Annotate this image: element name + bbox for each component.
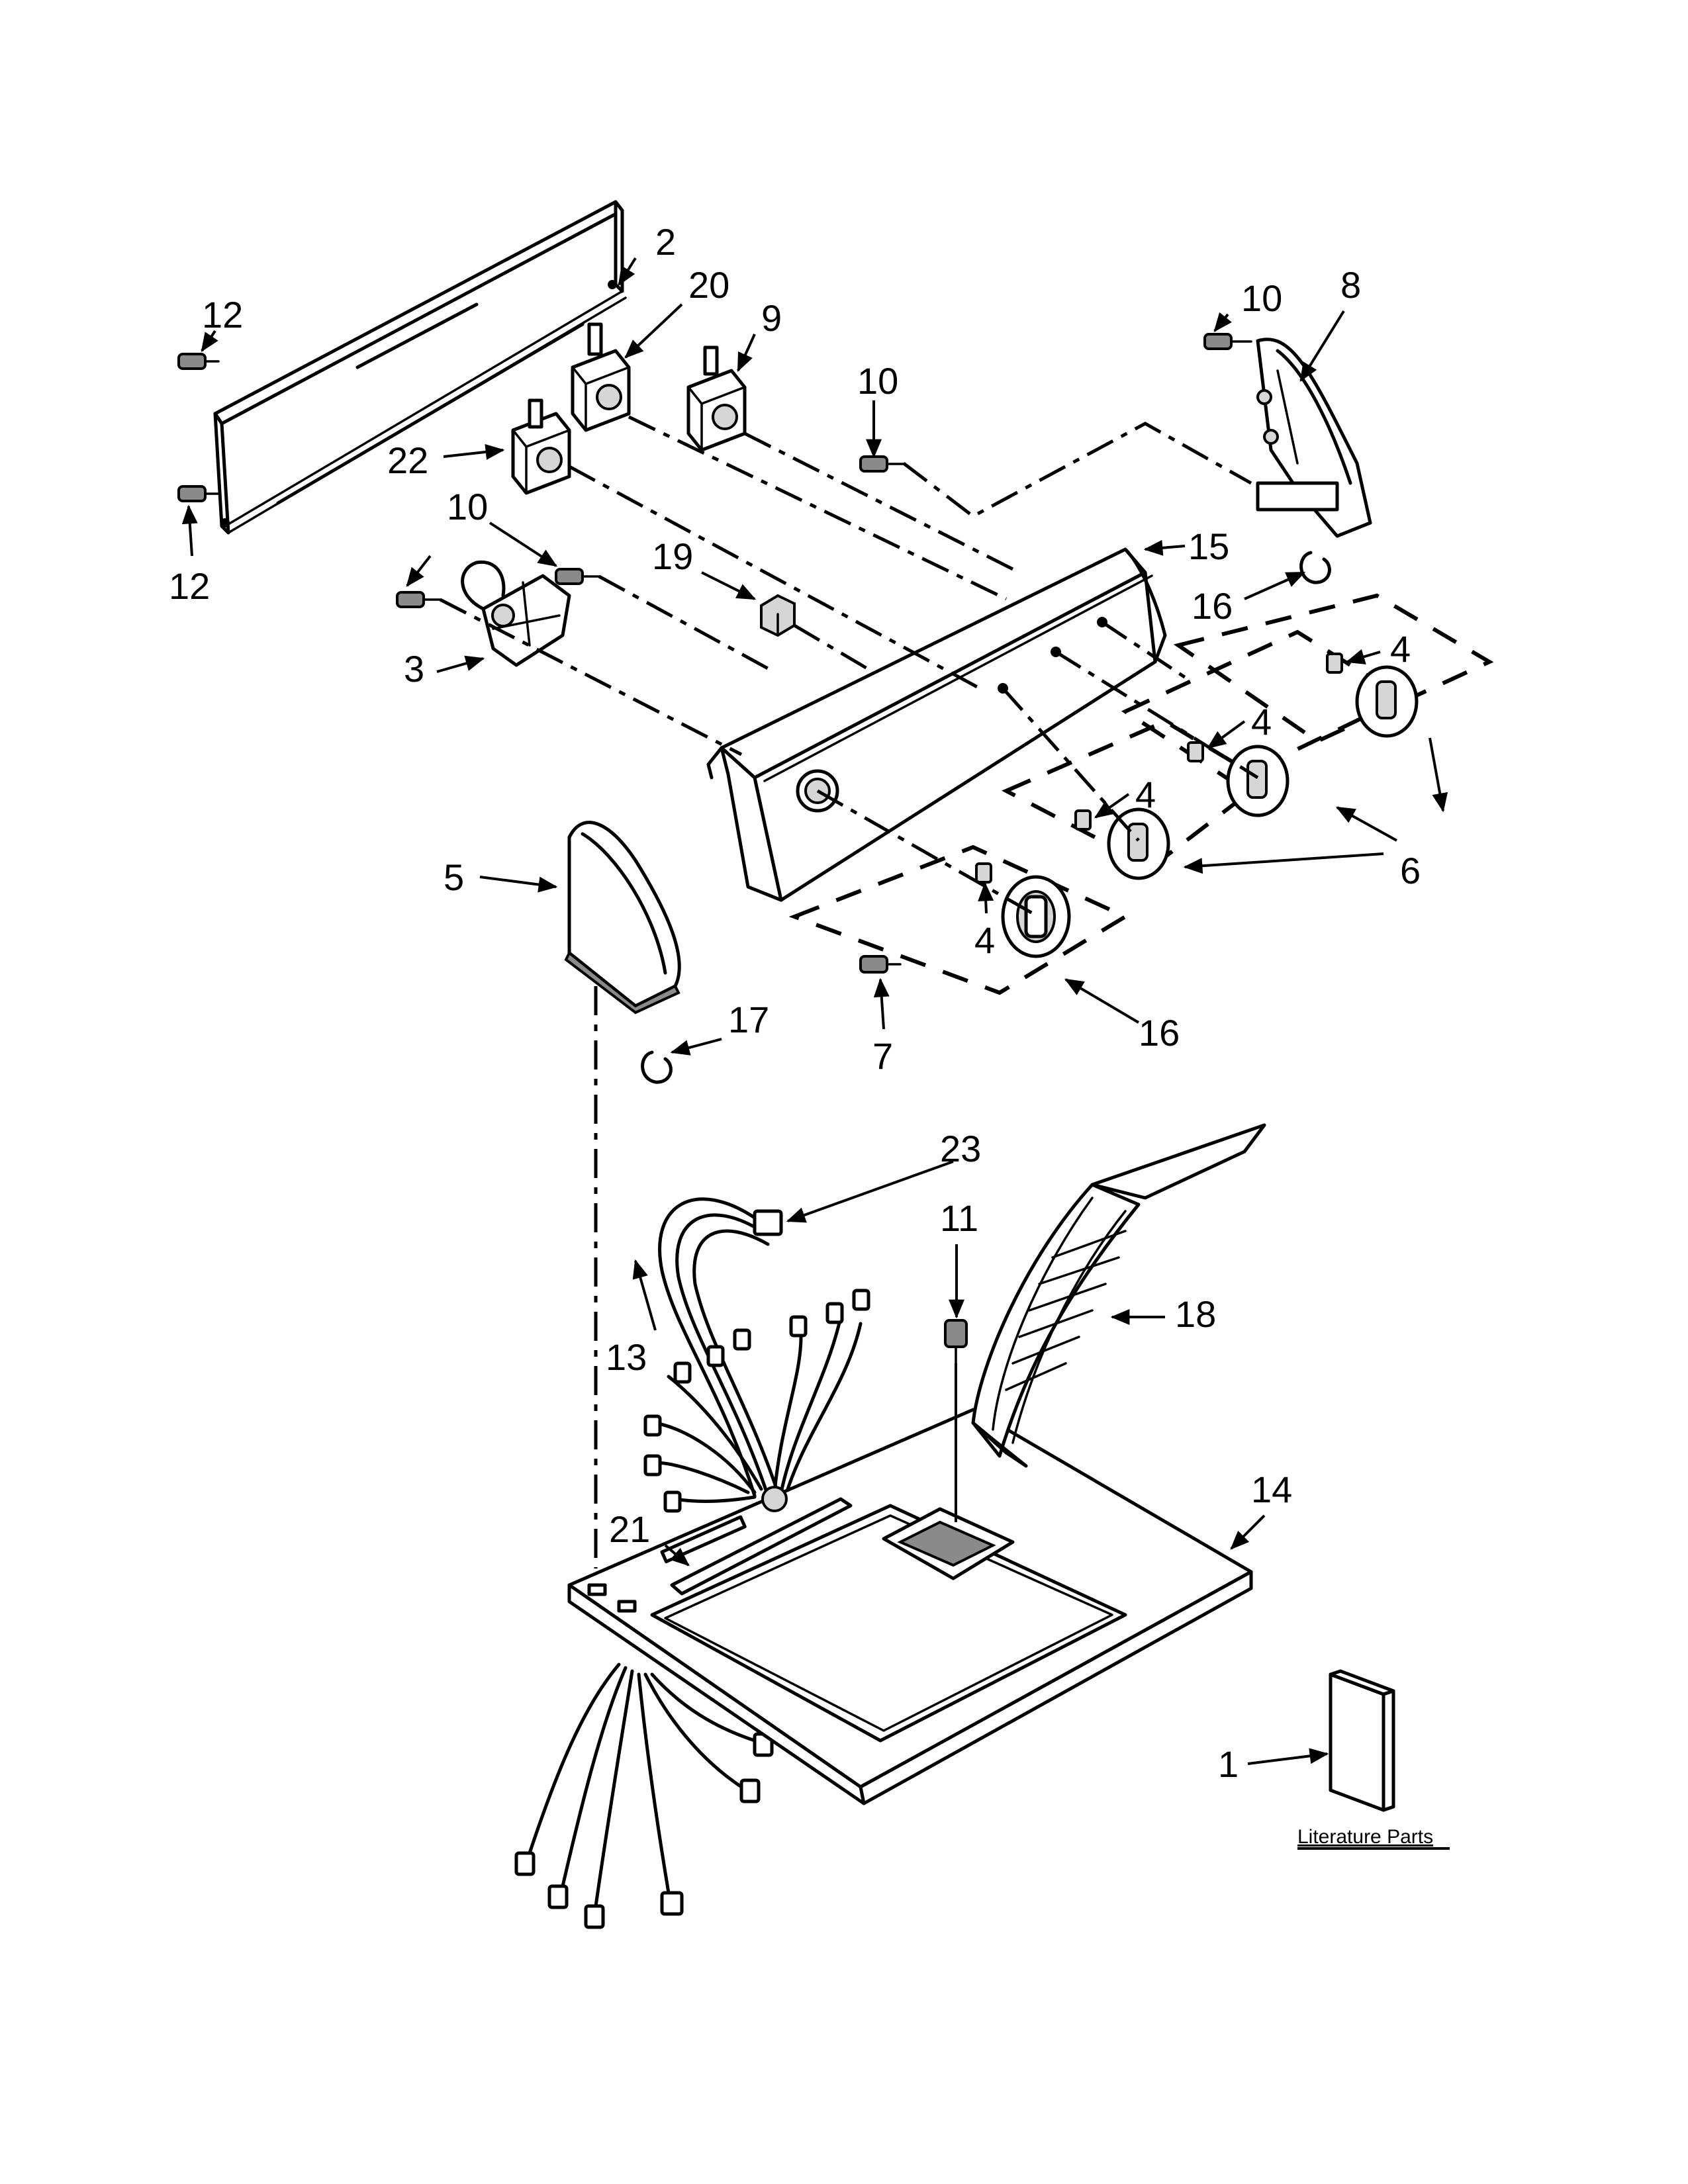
insert-4-a: [975, 862, 992, 884]
callout-numbers: 2 20 9 12 12 22 10 3 19 10 10 8 15 16 4 …: [169, 221, 1450, 1850]
callout-11: 11: [940, 1197, 978, 1239]
callout-8: 8: [1340, 264, 1361, 306]
switch-9: [686, 345, 747, 452]
actuator-19: [760, 594, 796, 637]
wire-harness: [643, 1197, 870, 1513]
callout-6: 6: [1400, 850, 1421, 891]
callout-5: 5: [444, 856, 464, 898]
screw-11: [944, 1319, 968, 1522]
top-panel: [567, 1408, 1253, 1805]
callout-1: 1: [1218, 1743, 1239, 1785]
callout-4-top: 4: [1390, 628, 1411, 670]
lower-harness: [514, 1662, 774, 1929]
knob-kit-6c: [1173, 593, 1494, 744]
callout-12-top: 12: [202, 294, 243, 336]
switch-22: [511, 398, 571, 495]
screw-10-left-b: [555, 568, 600, 585]
callout-20: 20: [688, 264, 729, 306]
literature-book: [1329, 1669, 1395, 1812]
callout-16-left: 17: [728, 999, 769, 1040]
alignment-lines: [439, 415, 1259, 1569]
literature-parts-label: Literature Parts: [1297, 1826, 1433, 1848]
callout-21: 21: [609, 1508, 650, 1550]
end-cap-left: [564, 821, 681, 1015]
knob-kit-15: [788, 844, 1130, 995]
callout-4-third: 4: [1135, 774, 1156, 815]
callout-23: 23: [940, 1128, 981, 1169]
screw-10-right-top: [1203, 333, 1252, 350]
callout-13: 13: [606, 1336, 647, 1378]
callout-3: 3: [404, 648, 424, 690]
callout-10-middle: 10: [857, 360, 898, 402]
callout-4-second: 4: [1251, 701, 1272, 743]
screw-10-left-a: [396, 591, 442, 608]
callout-12-bottom: 12: [169, 565, 210, 607]
end-cap-right: [1256, 338, 1372, 538]
lint-mesh: [1005, 1230, 1127, 1391]
callout-2: 2: [655, 221, 676, 263]
insert-4-c: [1187, 741, 1204, 762]
callout-18: 14: [1251, 1469, 1292, 1510]
strip-21: [670, 1497, 853, 1596]
clip-16-right: [1299, 551, 1331, 584]
callout-19: 19: [652, 535, 693, 577]
switch-20: [571, 322, 631, 432]
timer-bracket: [461, 560, 571, 667]
screw-12-bottom: [177, 485, 220, 502]
callout-9: 9: [761, 297, 782, 339]
clip-16-left: [641, 1050, 673, 1084]
callout-22: 22: [387, 439, 428, 481]
callout-14: 15: [1188, 525, 1229, 567]
screw-10-middle: [859, 455, 905, 473]
callout-10-left: 10: [447, 486, 488, 527]
insert-4-b: [1074, 809, 1092, 831]
callout-17: 18: [1175, 1293, 1216, 1335]
callout-15: 16: [1139, 1012, 1180, 1054]
leader-lines: [181, 257, 1448, 1765]
callout-10-right: 10: [1241, 277, 1282, 319]
insert-4-d: [1326, 653, 1343, 674]
callout-16-right: 16: [1192, 585, 1233, 627]
callout-4-bottom: 4: [974, 919, 995, 961]
screw-7: [859, 955, 902, 974]
callout-7: 7: [872, 1035, 893, 1077]
lint-door: [971, 1123, 1266, 1468]
rear-panel: [213, 200, 627, 535]
screw-12-top: [177, 353, 220, 370]
